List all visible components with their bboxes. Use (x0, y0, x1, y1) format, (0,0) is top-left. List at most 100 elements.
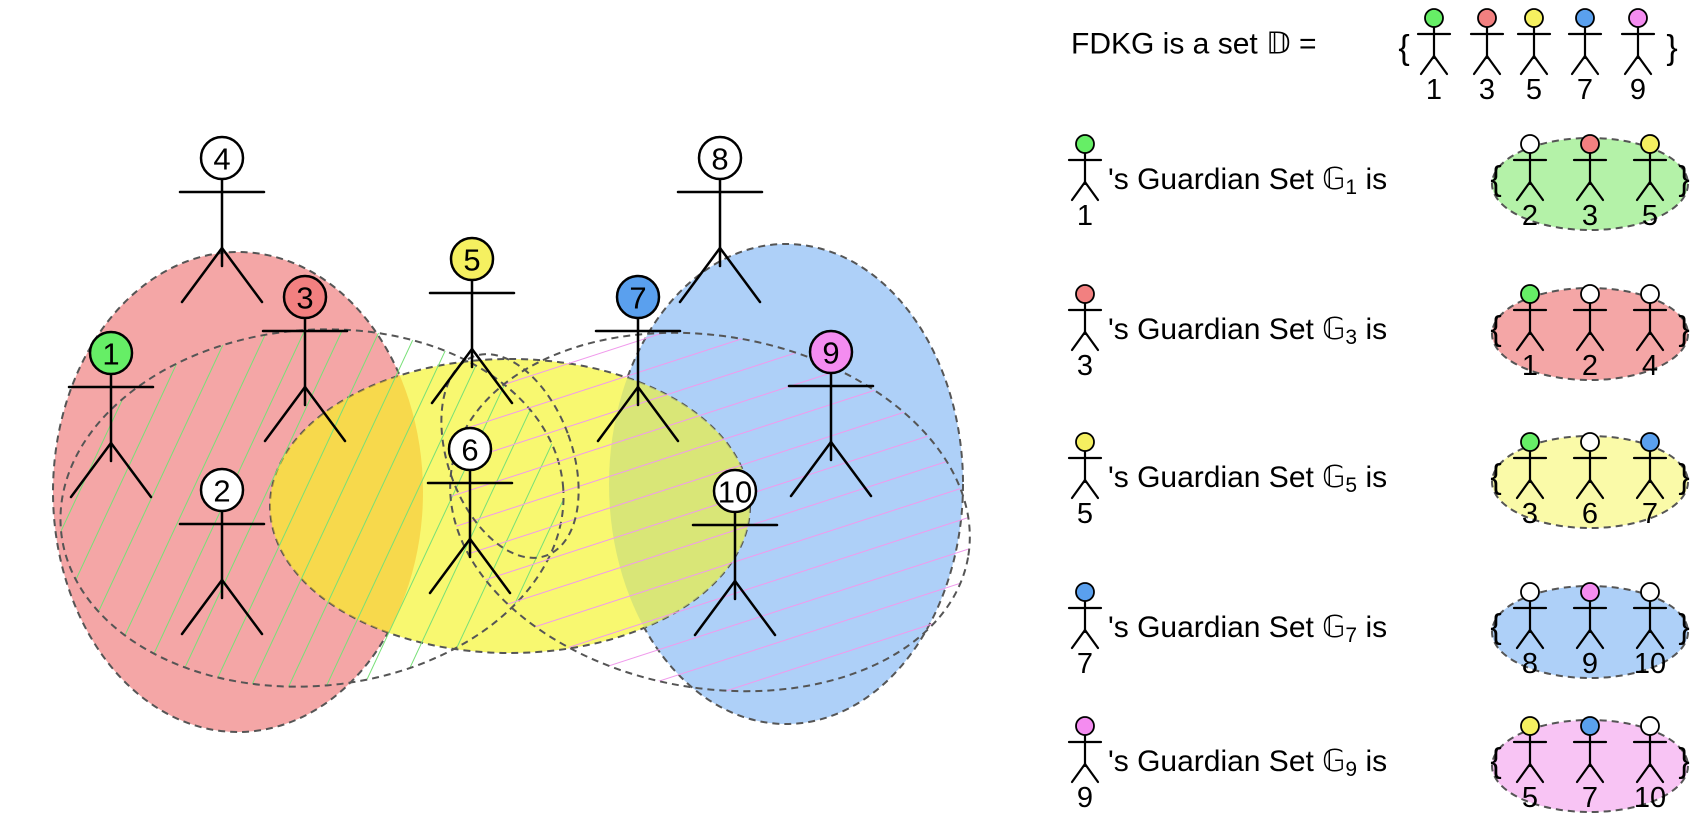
person-head (1075, 134, 1095, 154)
guardian-member-1: 1 (1512, 284, 1548, 382)
guardian-member-2: 2 (1512, 134, 1548, 232)
person-7: 7 (594, 274, 682, 443)
person-label: 7 (1577, 74, 1593, 106)
guardian-set-suffix: is (1357, 163, 1387, 196)
person-8: 8 (676, 135, 764, 304)
person-label: 7 (1582, 782, 1598, 814)
person-4: 4 (178, 135, 266, 304)
person-leg-left (1515, 478, 1532, 500)
person-leg-left (789, 440, 833, 498)
person-leg-right (470, 347, 514, 405)
guardian-owner: 7 (1067, 582, 1103, 680)
person-head (1640, 432, 1660, 452)
guardian-member-10: 10 (1632, 716, 1668, 814)
person-label: 3 (296, 281, 313, 316)
guardian-set-subscript: 5 (1345, 474, 1357, 497)
person-leg-left (180, 246, 224, 304)
person-label: 2 (1522, 200, 1538, 232)
person-head (615, 274, 661, 320)
person-label: 9 (1582, 648, 1598, 680)
guardian-set-text: 's Guardian Set 𝔾 (1108, 163, 1345, 196)
person-3: 3 (261, 274, 349, 443)
person-label: 10 (1634, 782, 1666, 814)
person-leg-right (1528, 180, 1545, 202)
person-head (1075, 284, 1095, 304)
person-head (697, 135, 743, 181)
person-leg-left (1419, 54, 1436, 76)
person-leg-right (109, 441, 153, 499)
person-leg-right (829, 440, 873, 498)
person-head (449, 236, 495, 282)
person-head (712, 468, 758, 514)
person-leg-right (1083, 180, 1100, 202)
person-label: 5 (1642, 200, 1658, 232)
person-label: 6 (461, 433, 478, 468)
guardian-set-label: 's Guardian Set 𝔾9 is (1108, 745, 1387, 781)
person-leg-left (1519, 54, 1536, 76)
person-head (1524, 8, 1544, 28)
person-label: 10 (1634, 648, 1666, 680)
person-label: 8 (1522, 648, 1538, 680)
person-label: 9 (1630, 74, 1646, 106)
person-leg-right (1083, 478, 1100, 500)
person-leg-right (468, 537, 512, 595)
fdkg-set-label: FDKG is a set 𝔻 = (1071, 28, 1316, 61)
close-brace: } (1666, 29, 1677, 67)
person-leg-right (1648, 762, 1665, 784)
legend-layer: FDKG is a set 𝔻 = {1 3 5 7 9} 1 's Guardian Set… (1067, 8, 1690, 814)
guardian-set-text: 's Guardian Set 𝔾 (1108, 461, 1345, 494)
person-leg-right (1648, 628, 1665, 650)
person-leg-left (1635, 330, 1652, 352)
person-leg-left (1570, 54, 1587, 76)
guardian-set-text: 's Guardian Set 𝔾 (1108, 745, 1345, 778)
person-leg-right (1583, 54, 1600, 76)
person-label: 7 (629, 281, 646, 316)
person-leg-right (636, 385, 680, 443)
person-head (1075, 582, 1095, 602)
close-brace: } (1678, 160, 1689, 198)
person-leg-left (180, 578, 224, 636)
person-leg-left (1070, 330, 1087, 352)
person-leg-right (1485, 54, 1502, 76)
person-label: 2 (1582, 350, 1598, 382)
guardian-owner: 9 (1067, 716, 1103, 814)
person-label: 5 (463, 243, 480, 278)
person-leg-left (1515, 628, 1532, 650)
person-leg-right (1432, 54, 1449, 76)
person-head (1580, 582, 1600, 602)
guardian-member-5: 5 (1512, 716, 1548, 814)
person-label: 4 (1642, 350, 1658, 382)
person-leg-right (1532, 54, 1549, 76)
person-leg-right (1083, 330, 1100, 352)
person-label: 3 (1582, 200, 1598, 232)
fdkg-member-9: 9 (1620, 8, 1656, 106)
person-leg-left (1575, 180, 1592, 202)
person-leg-right (303, 385, 347, 443)
person-label: 5 (1522, 782, 1538, 814)
close-brace: } (1678, 742, 1689, 780)
person-label: 7 (1077, 648, 1093, 680)
guardian-member-7: 7 (1572, 716, 1608, 814)
close-brace: } (1678, 458, 1689, 496)
person-leg-right (1083, 762, 1100, 784)
open-brace: { (1490, 458, 1501, 496)
person-leg-left (1515, 180, 1532, 202)
person-label: 1 (1077, 200, 1093, 232)
person-leg-right (718, 246, 762, 304)
close-brace: } (1678, 608, 1689, 646)
person-head (282, 274, 328, 320)
person-leg-left (428, 537, 472, 595)
person-head (1520, 284, 1540, 304)
person-head (1640, 582, 1660, 602)
person-leg-left (1515, 762, 1532, 784)
guardian-set-suffix: is (1357, 461, 1387, 494)
guardian-set-text: 's Guardian Set 𝔾 (1108, 313, 1345, 346)
person-leg-right (220, 246, 264, 304)
open-brace: { (1490, 608, 1501, 646)
person-leg-left (1635, 180, 1652, 202)
person-leg-right (1528, 330, 1545, 352)
